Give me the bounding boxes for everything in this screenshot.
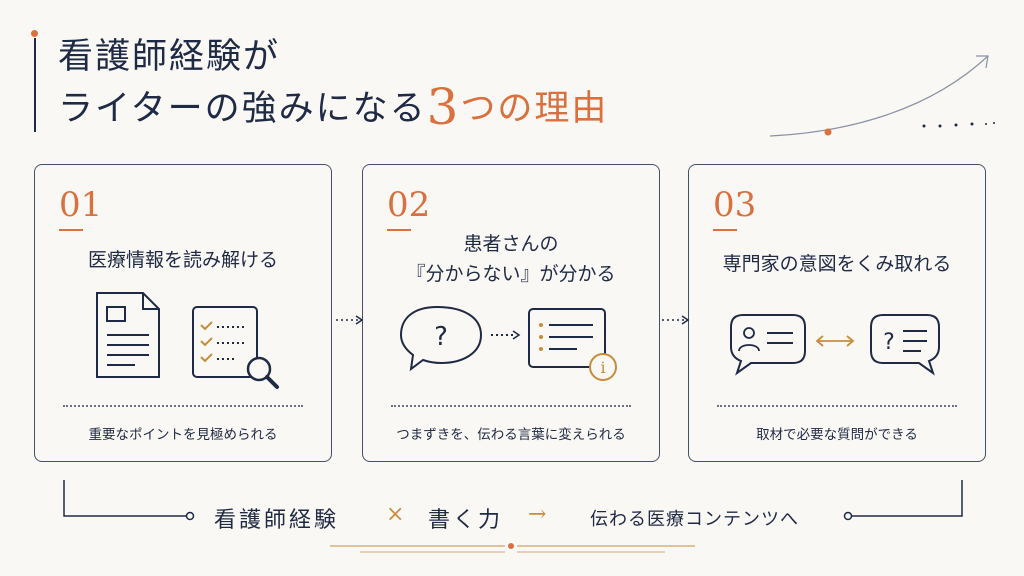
card-heading: 患者さんの 『分からない』が分かる [363,229,659,289]
page-title: 看護師経験が ライターの強みになる3つの理由 [58,32,608,134]
reason-card-3: 03 専門家の意図をくみ取れる ? 取材で必要な質問ができる [688,164,986,462]
card-divider [391,405,631,407]
formula-times-sign: × [386,502,408,527]
card-heading-line: 専門家の意図をくみ取れる [722,253,952,275]
title-line-2: ライターの強みになる3つの理由 [58,82,608,134]
card-heading-line: 医療情報を読み解ける [87,249,278,271]
connector-arrow-icon [336,315,364,325]
reason-card-1: 01 医療情報を読み解ける 重要なポイントを見極められる [34,164,332,462]
formula-result: 伝わる医療コンテンツへ [590,509,799,530]
card-number-underline [387,229,411,231]
card-footer: 取材で必要な質問ができる [756,427,918,443]
connector-arrow-icon [662,315,690,325]
card-footer: 重要なポイントを見極められる [88,427,278,443]
svg-text:?: ? [883,330,895,355]
card-heading-line: 『分からない』が分かる [406,263,616,285]
card-heading-line: 患者さんの [463,233,559,255]
svg-text:i: i [600,358,605,377]
card-footer: つまずきを、伝わる言葉に変えられる [396,427,626,443]
title-accent-dot [31,30,38,37]
title-line-2-pre: ライターの強みになる [58,89,427,129]
card-number: 03 [713,185,757,225]
card-heading: 専門家の意図をくみ取れる [689,249,985,279]
formula-arrow: → [528,502,550,527]
card-divider [717,405,957,407]
question-to-list-icon: ? i [399,305,617,381]
reason-card-2: 02 患者さんの 『分からない』が分かる ? i つまずきを、伝わる言葉に変えら… [362,164,660,462]
card-number-underline [713,229,737,231]
growth-arrow-icon [769,55,995,137]
card-number-underline [59,229,83,231]
document-checklist-icon [96,292,279,389]
svg-text:?: ? [434,322,448,352]
card-number: 01 [59,185,103,225]
card-divider [63,405,303,407]
formula-nursing-experience: 看護師経験 [214,508,340,533]
title-line-1: 看護師経験が [58,37,281,77]
card-heading: 医療情報を読み解ける [35,245,331,275]
title-number: 3 [426,78,461,136]
bottom-bracket [63,480,963,553]
title-accent-line [34,38,36,132]
card-number: 02 [387,185,431,225]
conversation-icon: ? [730,314,940,376]
formula-writing-skill: 書く力 [428,508,504,533]
title-line-2-post: つの理由 [460,89,609,129]
